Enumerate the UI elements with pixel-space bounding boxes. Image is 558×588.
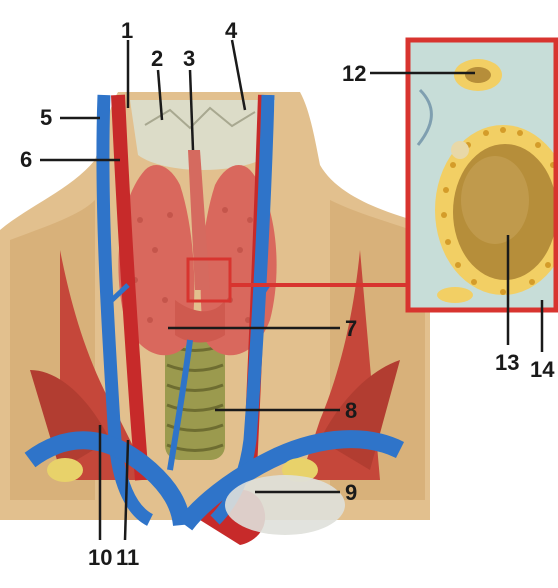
label-12: 12: [342, 61, 366, 86]
left-lymph-node: [47, 458, 83, 482]
parafollicular-cell: [451, 141, 469, 159]
lower-follicle-fragment: [437, 287, 473, 303]
label-11: 11: [116, 545, 139, 570]
label-14: 14: [530, 357, 555, 382]
colloid-highlight: [461, 156, 529, 244]
label-3: 3: [183, 46, 195, 71]
label-7: 7: [345, 316, 357, 341]
label-5: 5: [40, 105, 52, 130]
thyroid-cartilage: [130, 100, 275, 170]
label-1: 1: [121, 18, 133, 43]
label-13: 13: [495, 350, 519, 375]
label-10: 10: [88, 545, 112, 570]
histology-inset: [408, 40, 558, 310]
label-2: 2: [151, 46, 163, 71]
small-follicle-center: [465, 67, 491, 83]
thymus-area: [225, 475, 345, 535]
label-6: 6: [20, 147, 32, 172]
label-4: 4: [225, 18, 238, 43]
label-8: 8: [345, 398, 357, 423]
label-9: 9: [345, 480, 357, 505]
